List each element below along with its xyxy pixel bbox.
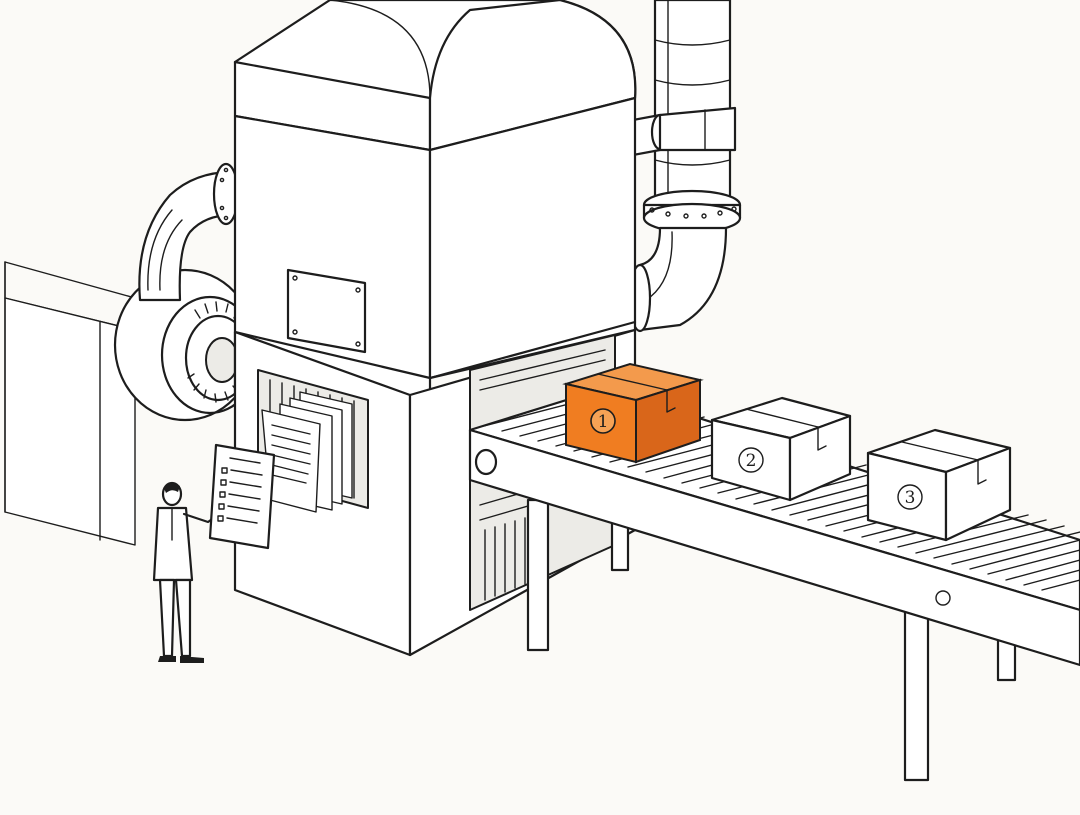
box-2-number-badge [738, 447, 764, 473]
box-2-label: 2 [746, 451, 757, 471]
box-2: 2 [710, 396, 852, 502]
box-3-label: 3 [905, 488, 916, 508]
output-sheets [261, 391, 353, 513]
box-1-number-badge [590, 408, 616, 434]
box-3: 3 [866, 428, 1012, 542]
exhaust-pipe [628, 0, 742, 333]
checklist-paper [208, 443, 276, 550]
processing-machine [233, 0, 637, 657]
blower-motor [113, 162, 260, 422]
box-1: 1 [562, 362, 704, 464]
box-3-number-badge [897, 484, 923, 510]
worker-figure [152, 443, 276, 663]
box-1-label: 1 [598, 412, 609, 432]
back-wall [4, 261, 136, 546]
